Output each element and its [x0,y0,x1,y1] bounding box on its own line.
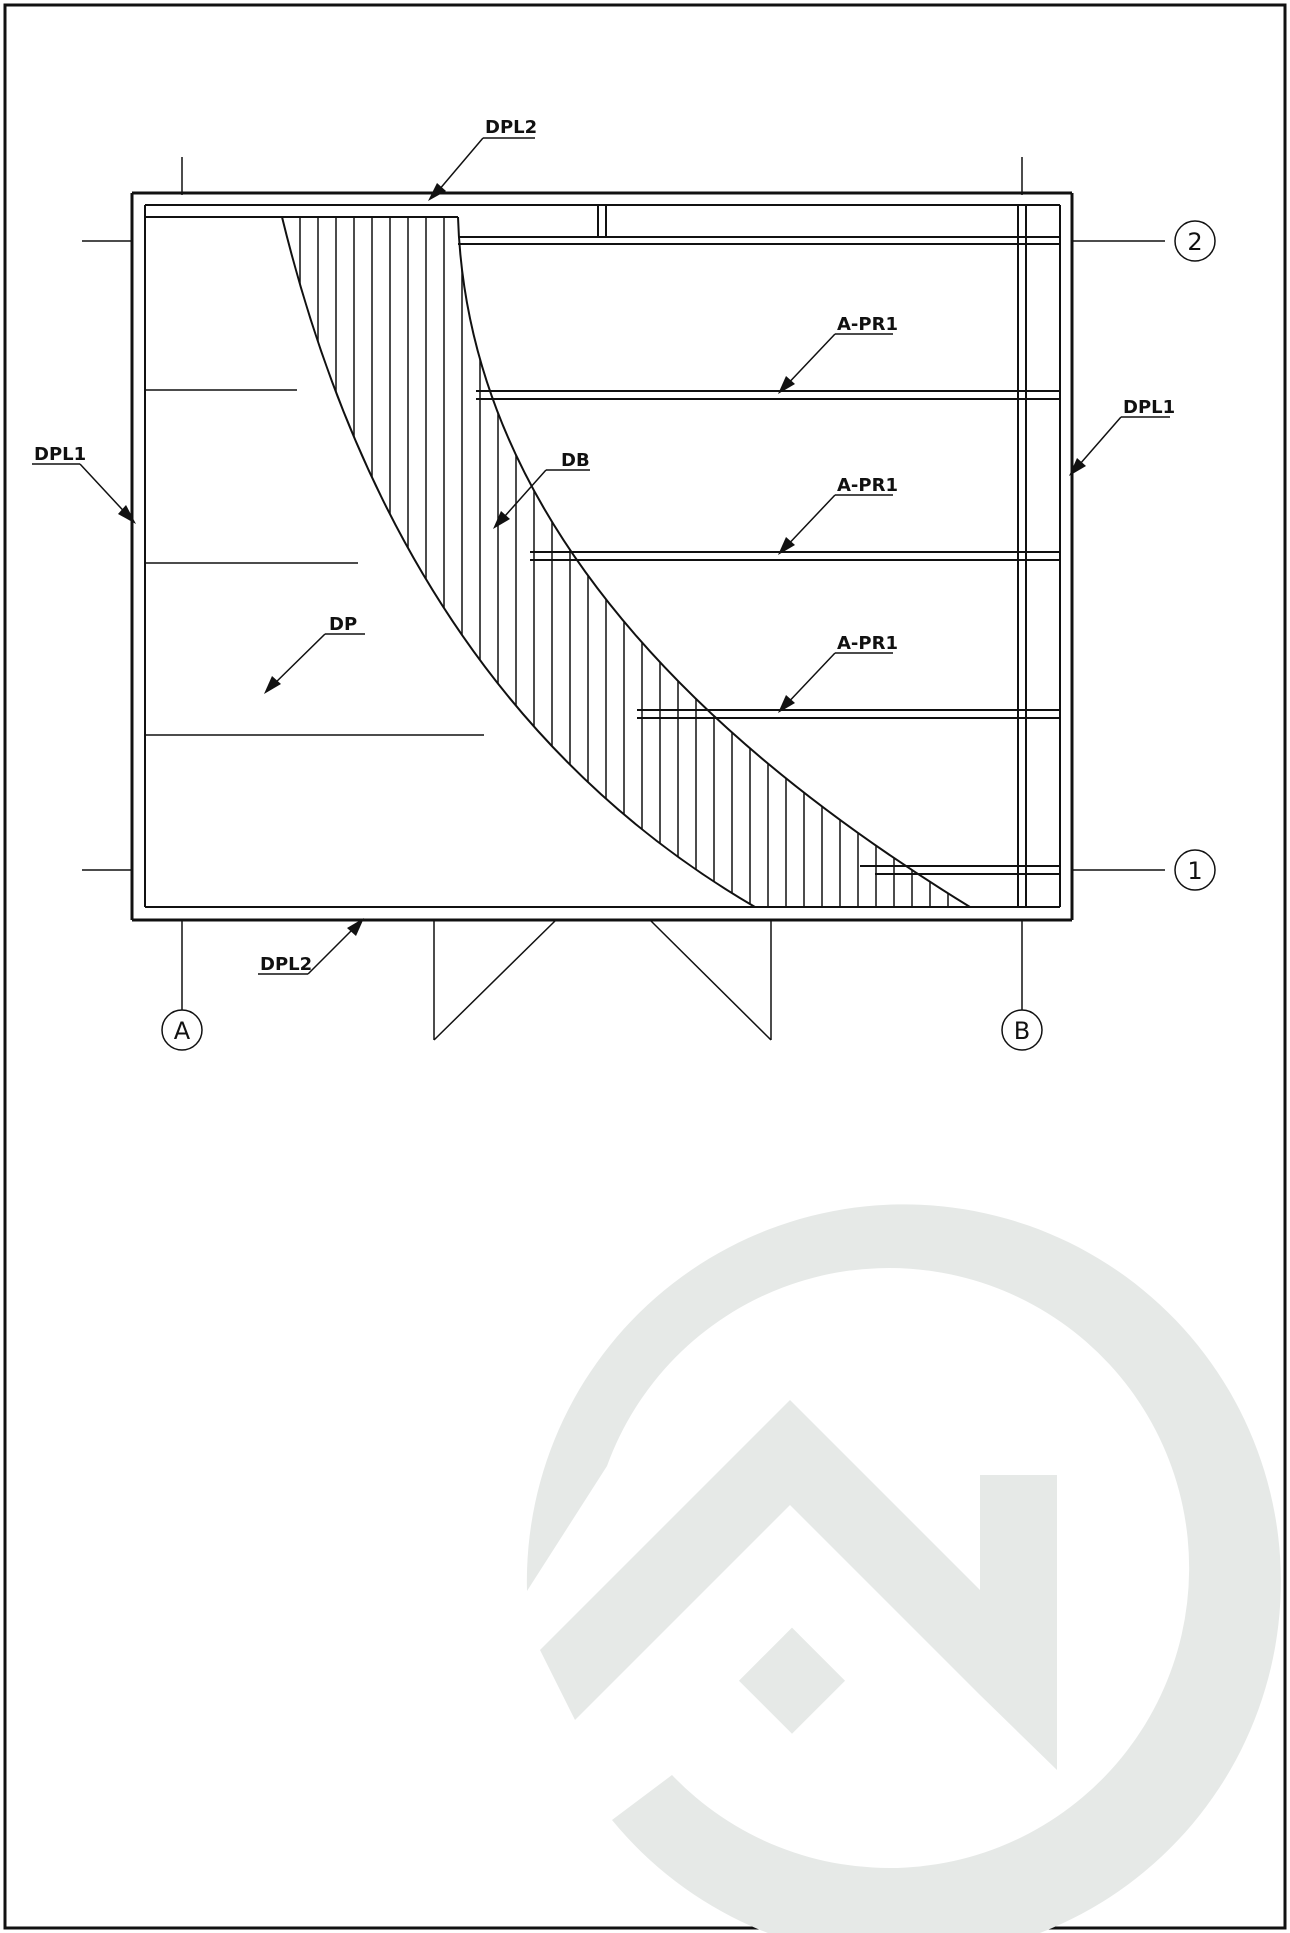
label-dpl1-right: DPL1 [1069,397,1175,476]
label-a-pr1-3: A-PR1 [778,633,898,713]
svg-text:A: A [174,1017,191,1045]
grid-lines [82,157,1165,1010]
svg-text:1: 1 [1187,857,1202,885]
label-dp: DP [264,614,365,694]
label-db: DB [493,450,590,529]
perimeter-beams [130,191,1074,922]
svg-text:A-PR1: A-PR1 [837,633,898,654]
svg-text:DB: DB [561,450,590,471]
label-dpl2-top: DPL2 [428,117,537,201]
svg-text:2: 2 [1187,228,1202,256]
curved-opening [281,216,971,908]
svg-text:DPL1: DPL1 [34,444,86,465]
svg-text:DPL2: DPL2 [260,954,312,975]
grid-bubble-b: B [1001,1009,1043,1051]
interior-beams [145,205,1060,907]
label-a-pr1-1: A-PR1 [778,314,898,394]
svg-text:B: B [1014,1017,1030,1045]
label-dpl2-bottom: DPL2 [258,918,364,975]
label-a-pr1-2: A-PR1 [778,475,898,555]
svg-text:DPL1: DPL1 [1123,397,1175,418]
grid-bubble-2: 2 [1174,220,1216,262]
door-lines [433,919,772,1041]
watermark-logo-icon [526,1204,1281,1933]
svg-text:A-PR1: A-PR1 [837,475,898,496]
grid-bubble-1: 1 [1174,849,1216,891]
svg-text:DPL2: DPL2 [485,117,537,138]
svg-text:A-PR1: A-PR1 [837,314,898,335]
page-border [3,3,1287,1930]
label-dpl1-left: DPL1 [32,444,136,524]
grid-bubble-a: A [161,1009,203,1051]
svg-text:DP: DP [329,614,357,635]
